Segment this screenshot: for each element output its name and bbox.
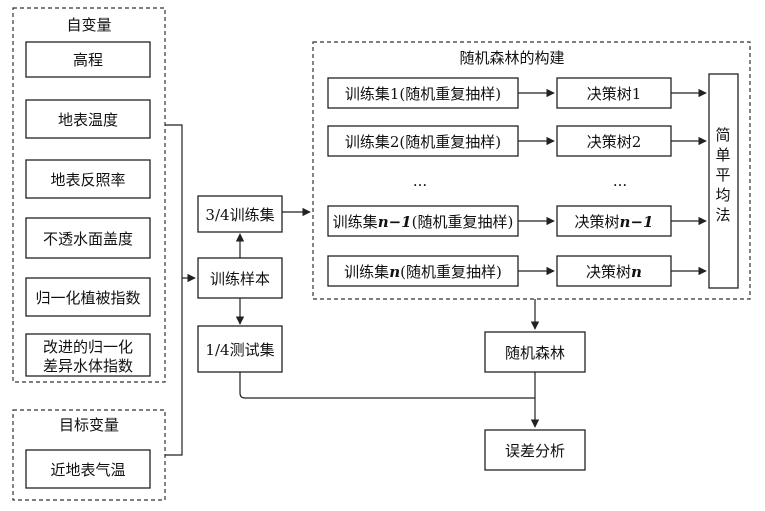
tree-n-label: 决策树n [586, 263, 642, 281]
training-set-n-1-box [327, 205, 519, 237]
sample-label: 训练样本 [210, 270, 270, 288]
var-label-isa: 不透水面盖度 [43, 230, 133, 248]
error-analysis-label: 误差分析 [505, 442, 565, 460]
var-box-ndvi [25, 277, 151, 317]
training-set-ellipsis: ... [413, 172, 427, 190]
training-set-2-label: 训练集2(随机重复抽样) [345, 133, 501, 151]
simple-average-char-4: 均 [715, 186, 730, 204]
target-var-title: 目标变量 [59, 416, 119, 434]
tree-n-1-box [556, 205, 672, 237]
random-forest-box [484, 331, 586, 373]
training-set-1-box [327, 77, 519, 109]
test-split-label: 1/4测试集 [205, 341, 274, 359]
var-label-mndwi-line2: 差异水体指数 [43, 357, 133, 375]
tree-ellipsis: ... [613, 172, 627, 190]
tree-2-box [556, 125, 672, 157]
var-label-lst: 地表温度 [58, 111, 118, 129]
var-box-albedo [25, 159, 151, 199]
var-box-lst [25, 99, 151, 139]
target-box-air-temp [25, 449, 151, 489]
training-set-n-box [327, 255, 519, 287]
var-label-mndwi-line1: 改进的归一化 [43, 338, 133, 356]
var-label-albedo: 地表反照率 [50, 171, 125, 189]
sample-box [197, 257, 283, 299]
simple-average-char-3: 平 [715, 166, 730, 184]
training-set-n-label: 训练集n(随机重复抽样) [344, 263, 502, 281]
target-label-air-temp: 近地表气温 [50, 461, 125, 479]
line-test-to-error [239, 372, 535, 399]
var-box-isa [25, 217, 151, 259]
simple-average-box [708, 73, 739, 289]
simple-average-char-2: 单 [715, 146, 730, 164]
simple-average-char-1: 简 [715, 126, 730, 144]
var-box-elevation [25, 41, 151, 78]
training-set-n-1-label: 训练集n−1(随机重复抽样) [333, 213, 514, 231]
independent-vars-title: 自变量 [66, 16, 111, 34]
tree-n-1-label: 决策树n−1 [575, 213, 654, 231]
random-forest-label: 随机森林 [505, 344, 565, 362]
forest-build-group [312, 41, 751, 300]
tree-1-label: 决策树1 [587, 85, 642, 103]
train-split-label: 3/4训练集 [205, 206, 274, 224]
forest-build-title: 随机森林的构建 [459, 49, 564, 67]
var-box-mndwi [25, 333, 151, 377]
independent-vars-group [12, 7, 166, 383]
simple-average-char-5: 法 [715, 206, 730, 224]
train-split-box [197, 195, 283, 233]
input-bracket [165, 124, 183, 456]
var-label-ndvi: 归一化植被指数 [35, 289, 140, 307]
tree-2-label: 决策树2 [587, 133, 642, 151]
error-analysis-box [484, 429, 586, 471]
training-set-1-label: 训练集1(随机重复抽样) [345, 85, 501, 103]
var-label-elevation: 高程 [73, 51, 103, 69]
